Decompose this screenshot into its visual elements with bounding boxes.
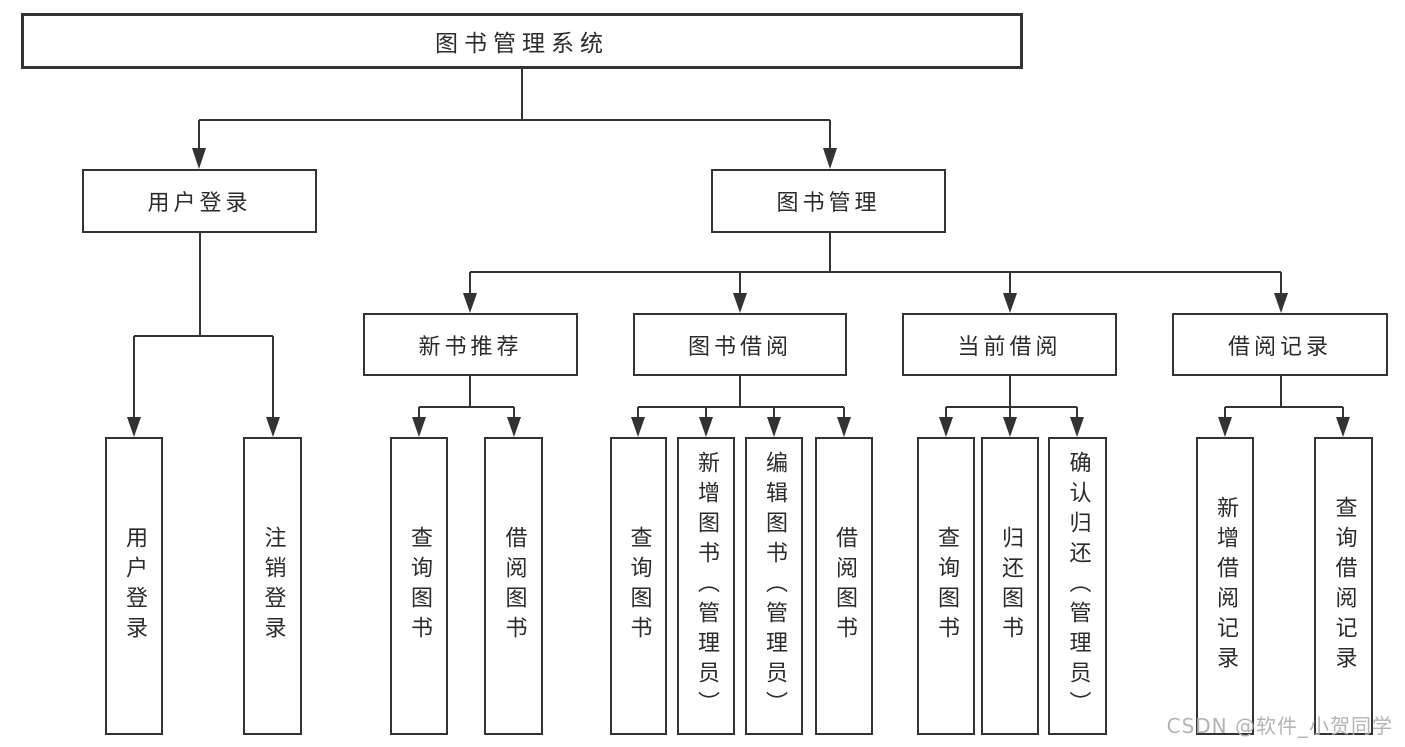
node-label: 借阅图书 bbox=[832, 526, 857, 646]
node-label: 确认归还（管理员） bbox=[1065, 451, 1091, 721]
node-label: 用户登录 bbox=[122, 526, 147, 646]
leaf-return-books: 归还图书 bbox=[981, 437, 1039, 735]
leaf-borrow-books-recommend: 借阅图书 bbox=[484, 437, 543, 735]
node-new-book-recommend: 新书推荐 bbox=[363, 313, 578, 376]
leaf-logout: 注销登录 bbox=[243, 437, 302, 735]
node-label: 新增借阅记录 bbox=[1213, 496, 1238, 676]
leaf-borrow-books: 借阅图书 bbox=[815, 437, 873, 735]
node-label: 图书管理系统 bbox=[435, 31, 609, 57]
leaf-add-books-admin: 新增图书（管理员） bbox=[677, 437, 735, 735]
leaf-query-books-current: 查询图书 bbox=[917, 437, 975, 735]
node-label: 查询借阅记录 bbox=[1331, 496, 1357, 676]
leaf-confirm-return-admin: 确认归还（管理员） bbox=[1048, 437, 1107, 735]
csdn-watermark: CSDN @软件_小贺同学 bbox=[1166, 714, 1393, 738]
leaf-user-login: 用户登录 bbox=[105, 437, 163, 735]
connector-new-book-split bbox=[418, 376, 515, 419]
leaf-edit-books-admin: 编辑图书（管理员） bbox=[745, 437, 803, 735]
node-label: 图书借阅 bbox=[687, 334, 792, 360]
node-label: 查询图书 bbox=[407, 526, 432, 646]
leaf-add-borrow-record: 新增借阅记录 bbox=[1196, 437, 1254, 735]
connector-current-borrow-split bbox=[945, 376, 1078, 419]
node-label: 图书管理 bbox=[776, 191, 881, 216]
node-label: 新书推荐 bbox=[418, 334, 523, 360]
node-label: 查询图书 bbox=[626, 526, 652, 646]
connector-book-borrow-split bbox=[637, 376, 845, 419]
leaf-query-borrow-record: 查询借阅记录 bbox=[1314, 437, 1373, 735]
node-user-login: 用户登录 bbox=[82, 169, 317, 233]
connector-book-management-split bbox=[469, 233, 1282, 294]
connector-borrow-records-split bbox=[1224, 376, 1344, 419]
node-label: 当前借阅 bbox=[957, 334, 1062, 360]
node-current-borrow: 当前借阅 bbox=[902, 313, 1117, 376]
node-label: 借阅记录 bbox=[1227, 334, 1332, 360]
node-label: 用户登录 bbox=[147, 191, 252, 216]
arrowheads bbox=[127, 148, 1350, 437]
node-borrow-records: 借阅记录 bbox=[1172, 313, 1388, 376]
node-label: 查询图书 bbox=[934, 526, 959, 646]
node-label: 归还图书 bbox=[998, 526, 1023, 646]
node-label: 编辑图书（管理员） bbox=[762, 451, 787, 721]
connector-user-login-split bbox=[133, 233, 274, 419]
node-book-borrow: 图书借阅 bbox=[633, 313, 847, 376]
node-library-management-system: 图书管理系统 bbox=[21, 13, 1023, 69]
leaf-query-books-recommend: 查询图书 bbox=[390, 437, 448, 735]
node-book-management: 图书管理 bbox=[711, 169, 946, 233]
leaf-query-books-borrow: 查询图书 bbox=[610, 437, 667, 735]
node-label: 新增图书（管理员） bbox=[694, 451, 719, 721]
connector-root-split bbox=[198, 69, 831, 150]
node-label: 借阅图书 bbox=[501, 526, 527, 646]
node-label: 注销登录 bbox=[260, 526, 286, 646]
